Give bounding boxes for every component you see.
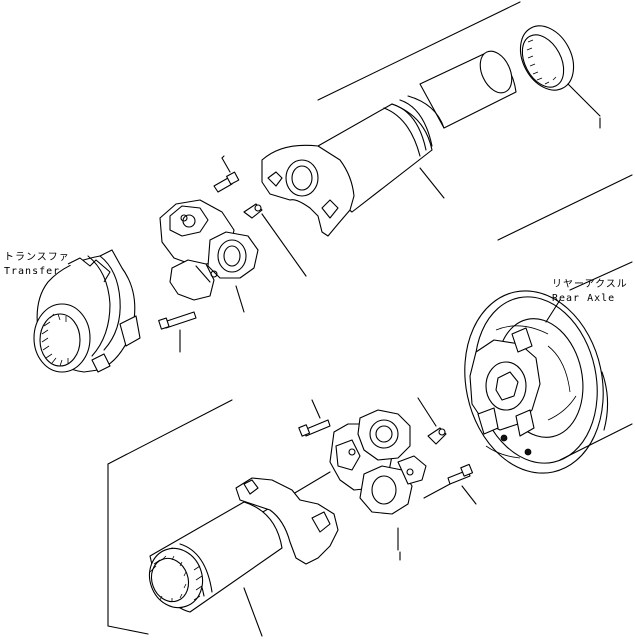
rear-axle-housing xyxy=(464,261,633,474)
upper-universal-joint xyxy=(159,199,307,313)
transfer-label-jp: トランスファ xyxy=(4,252,70,263)
transfer-label-en: Transfer xyxy=(4,266,61,277)
upper-bolt xyxy=(213,155,240,193)
lower-propeller-shaft xyxy=(107,399,339,637)
rear-axle-label-jp: リヤーアクスル xyxy=(552,279,628,290)
upper-seal-ring xyxy=(519,25,601,129)
transfer-flange xyxy=(33,249,141,373)
lower-bolts xyxy=(298,399,477,505)
lower-universal-joint xyxy=(329,397,447,561)
upper-propeller-shaft xyxy=(261,50,517,237)
rear-axle-label-en: Rear Axle xyxy=(552,293,616,304)
upper-joint-lower-bolt xyxy=(158,311,197,353)
